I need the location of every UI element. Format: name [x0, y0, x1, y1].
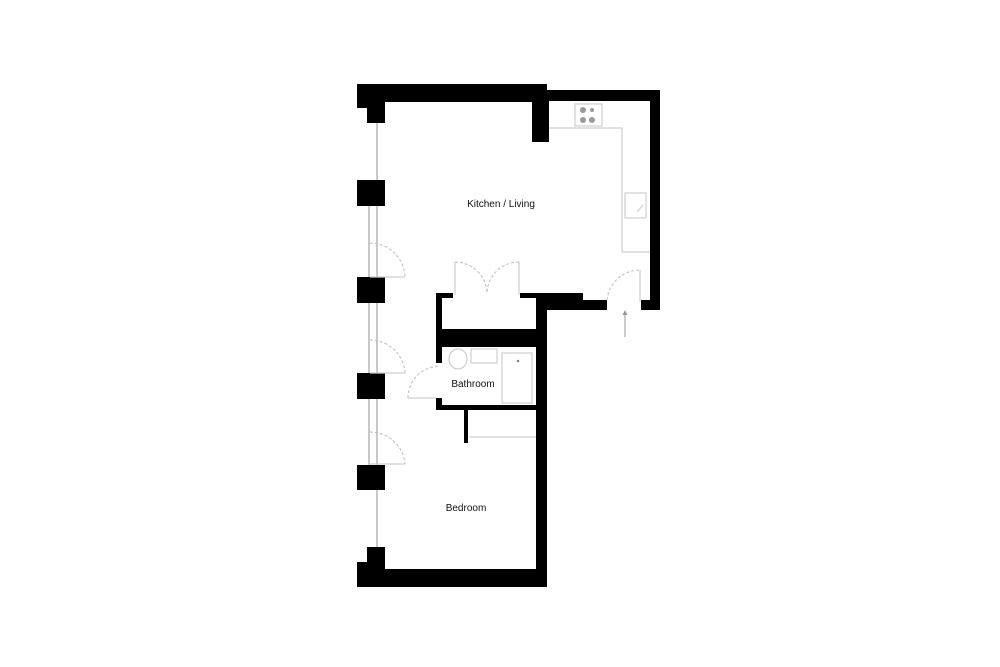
hob-icon [580, 107, 595, 123]
balcony-door-swing[interactable] [369, 431, 406, 465]
bathroom-door-swing[interactable] [407, 365, 441, 399]
pillar [532, 100, 549, 142]
counter-outline [549, 127, 650, 253]
balcony-door-swing[interactable] [369, 339, 406, 374]
room-label-bathroom: Bathroom [451, 379, 494, 390]
closet-door-swing[interactable] [454, 261, 488, 294]
wall [436, 293, 442, 363]
wall [464, 410, 468, 443]
wall [436, 293, 453, 298]
wall-corner [357, 562, 369, 587]
closet-door-swing[interactable] [486, 261, 520, 294]
wall [436, 405, 536, 410]
pillar [367, 102, 385, 123]
wall [436, 398, 442, 410]
wall-corner [641, 300, 660, 310]
pillar [357, 180, 385, 206]
wall [536, 300, 607, 310]
bathtub-icon [501, 352, 533, 404]
pillar [357, 277, 385, 303]
entrance-arrow-icon [622, 310, 628, 337]
pillar [357, 373, 385, 399]
hob [574, 103, 603, 127]
wall [536, 293, 583, 303]
walls [357, 84, 660, 587]
balcony-door-swing[interactable] [369, 242, 406, 278]
room-label-kitchen-living: Kitchen / Living [467, 199, 535, 210]
tap-icon [636, 204, 644, 213]
doors[interactable] [369, 242, 641, 465]
wall-top-right [545, 90, 660, 101]
wall [520, 293, 540, 298]
kitchen-fixtures [549, 103, 650, 253]
drain-icon [516, 359, 520, 363]
wall-top [357, 84, 547, 102]
sink-icon [624, 192, 647, 219]
room-label-bedroom: Bedroom [446, 503, 487, 514]
wall-bottom [357, 569, 547, 587]
wall [436, 329, 546, 347]
wall-right [650, 90, 660, 310]
wall-right-lower [536, 293, 547, 587]
basin-icon [470, 348, 498, 364]
bathroom-fixtures [448, 348, 536, 438]
toilet-icon [448, 348, 468, 370]
entrance-door-swing[interactable] [606, 269, 641, 301]
pillar [367, 547, 385, 572]
pillar [357, 465, 385, 490]
